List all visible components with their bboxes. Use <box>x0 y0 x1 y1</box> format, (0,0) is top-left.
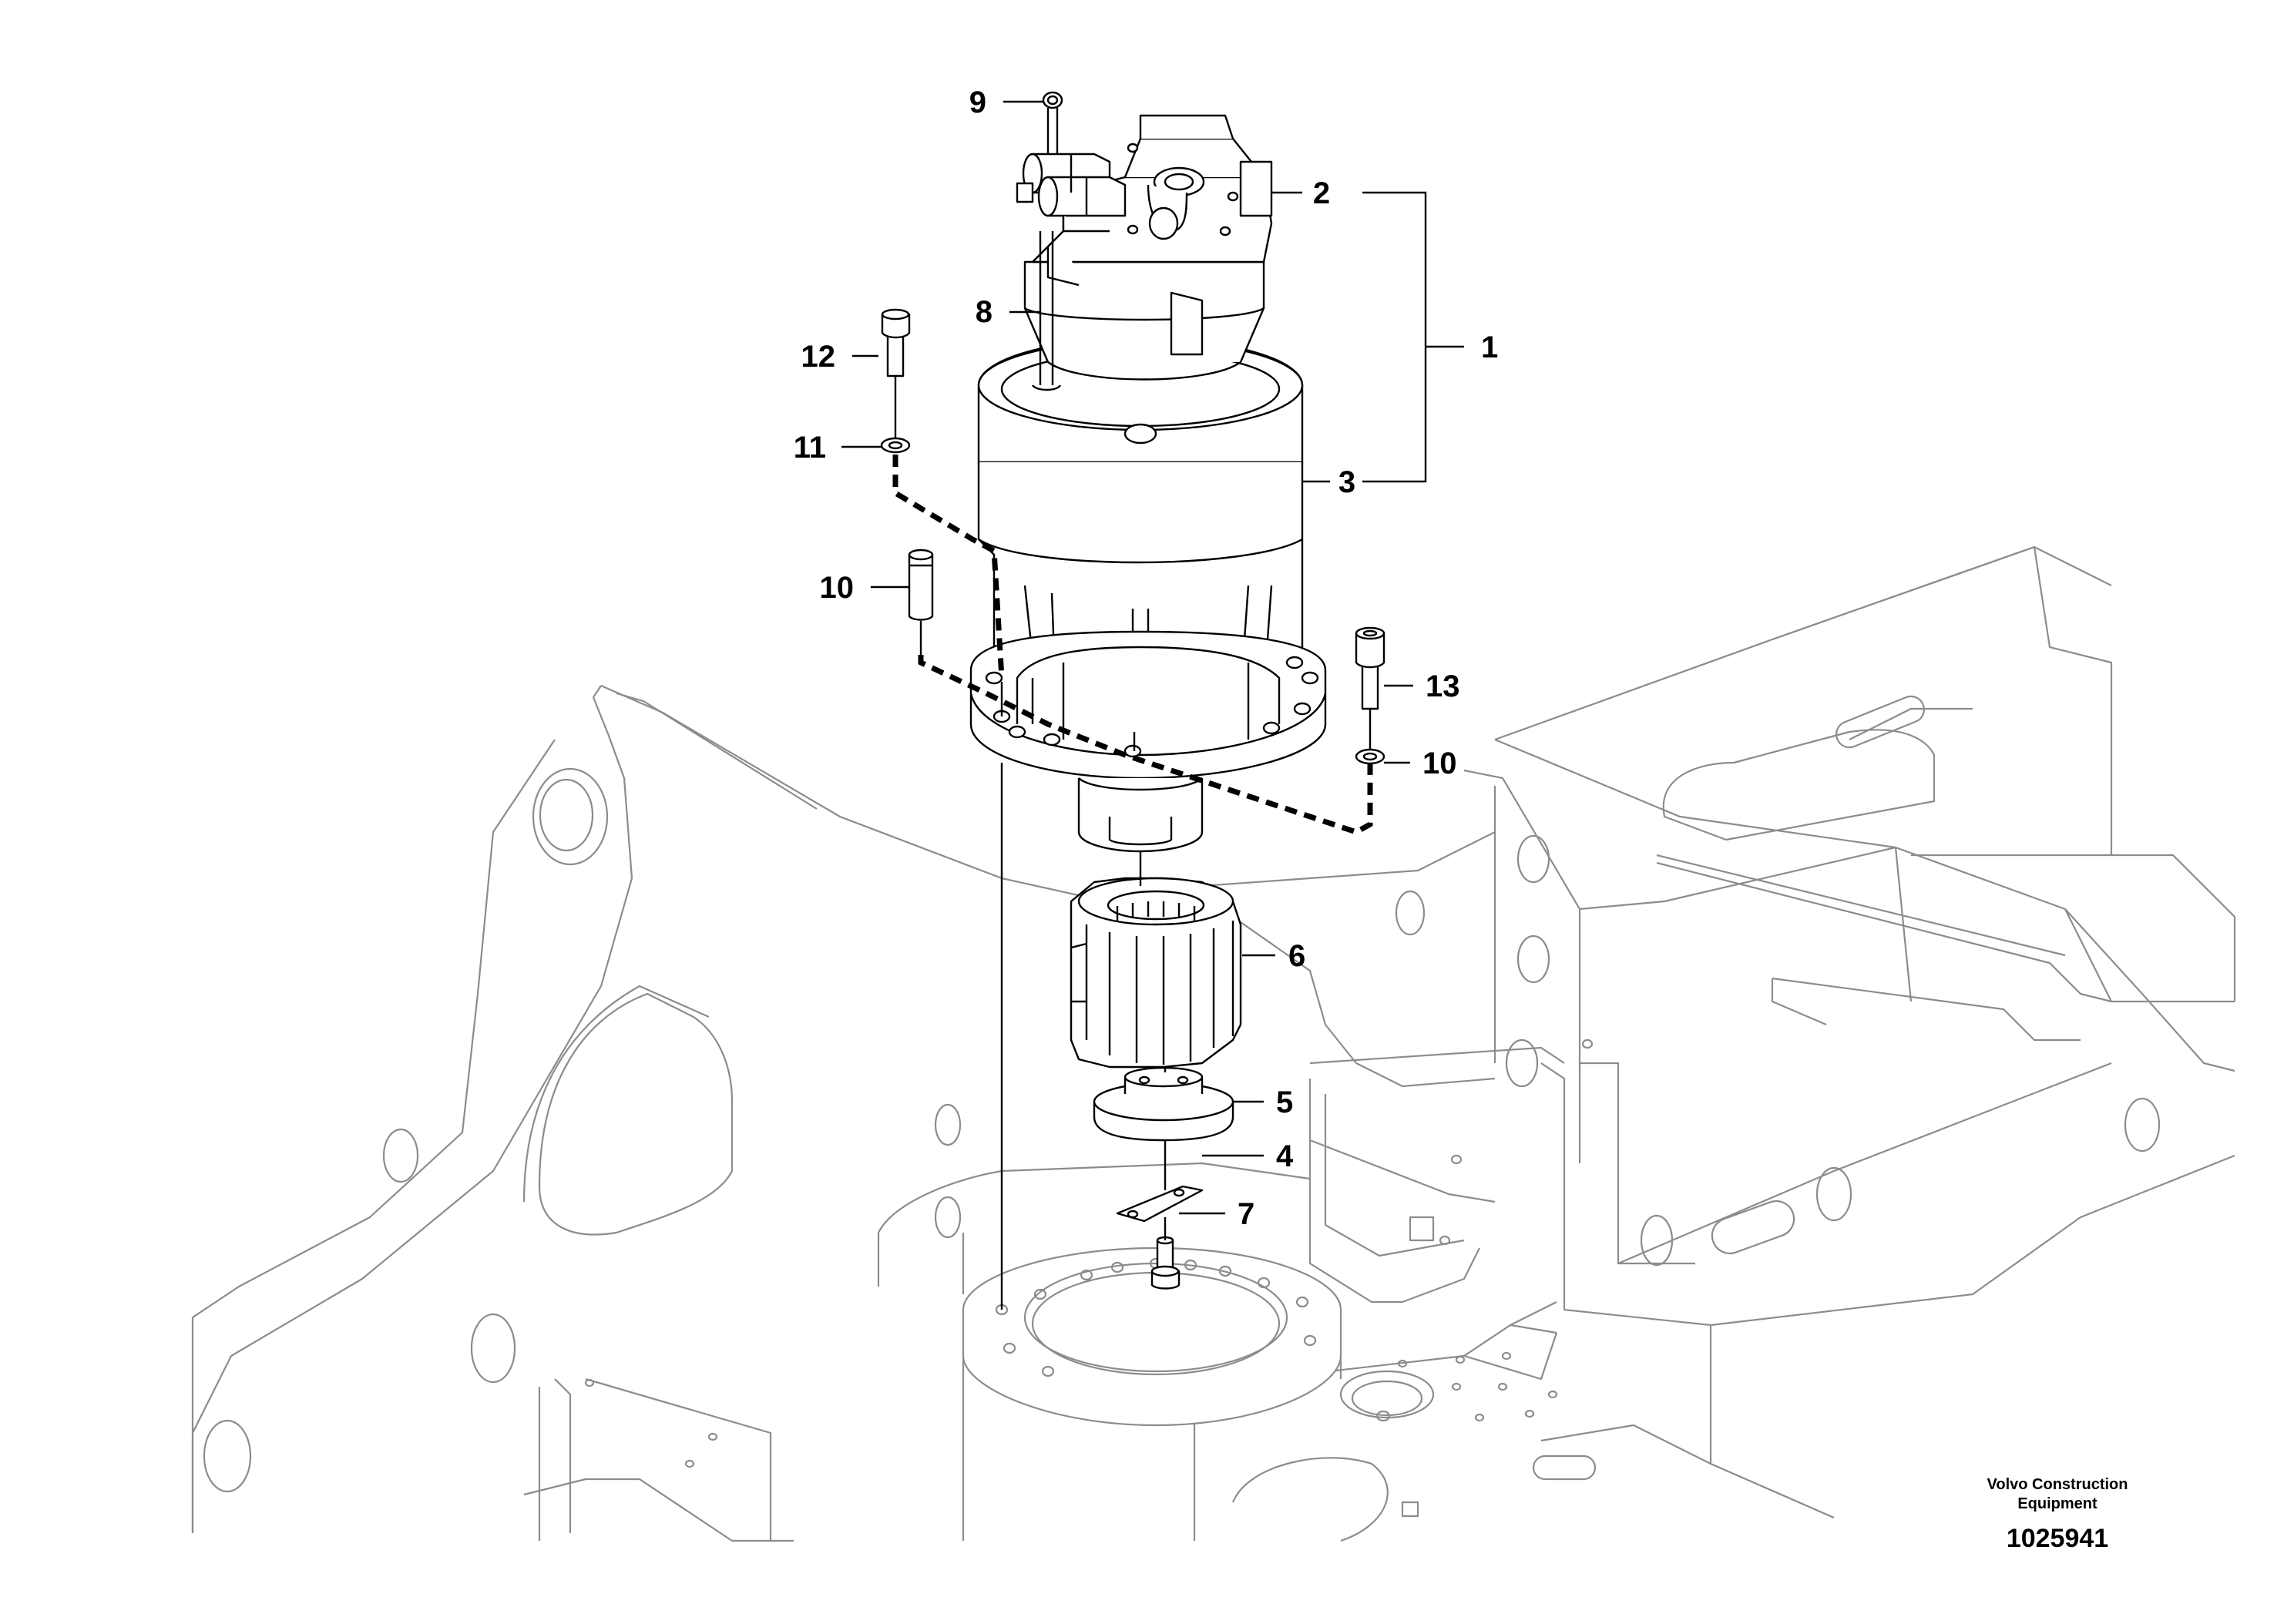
callout-4: 4 <box>1276 1139 1294 1173</box>
callout-10-pin: 10 <box>820 571 855 605</box>
pinion-gear <box>1070 877 1242 1069</box>
bolt-7 <box>1150 1236 1181 1290</box>
retainer-plate <box>1093 1066 1234 1142</box>
callout-7: 7 <box>1238 1197 1254 1231</box>
callout-5: 5 <box>1276 1085 1293 1119</box>
bolt-13 <box>1355 626 1385 710</box>
callout-11: 11 <box>794 431 826 465</box>
dowel-pin-10 <box>908 549 934 621</box>
callout-labels: 9 2 1 8 12 11 3 10 13 10 6 5 4 7 <box>794 86 1499 1231</box>
brand-name-line-1: Volvo Construction <box>1987 1476 2128 1493</box>
callout-10-washer: 10 <box>1422 747 1457 780</box>
title-block: Volvo Construction Equipment 1025941 <box>1987 1476 2128 1553</box>
callout-6: 6 <box>1288 939 1305 973</box>
upper-frame-background <box>191 545 2236 1542</box>
washer-11 <box>880 437 911 454</box>
swing-motor-assembly <box>969 91 1327 853</box>
drawing-number: 1025941 <box>2007 1524 2108 1553</box>
callout-leaders <box>841 100 1464 1215</box>
flange-bolt-holes <box>985 656 1319 758</box>
callout-12: 12 <box>801 340 836 374</box>
lock-plate <box>1116 1185 1204 1223</box>
brand-name-line-2: Equipment <box>2017 1495 2098 1512</box>
callout-1: 1 <box>1481 331 1498 364</box>
callout-9: 9 <box>969 86 986 119</box>
callout-3: 3 <box>1338 465 1355 499</box>
callout-8: 8 <box>976 295 992 329</box>
callout-13: 13 <box>1426 669 1460 703</box>
washer-10 <box>1355 748 1385 765</box>
assembly-lines <box>892 376 1373 1310</box>
callout-2: 2 <box>1313 176 1330 210</box>
bolt-12 <box>881 308 911 377</box>
